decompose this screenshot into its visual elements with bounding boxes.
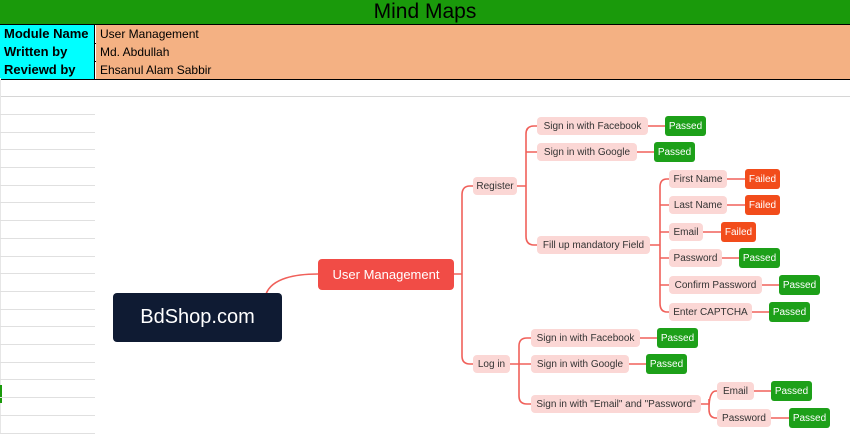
gridline [0,326,95,327]
root-node-bdshop[interactable]: BdShop.com [113,293,282,342]
connector-credential-status [754,390,789,419]
gridline [0,202,95,203]
status-login-email: Passed [771,381,812,401]
node-last-name[interactable]: Last Name [669,196,727,214]
connector-register-trunk [517,125,537,246]
node-fill-mandatory[interactable]: Fill up mandatory Field [537,236,650,254]
gridline [0,309,95,310]
gridline [0,379,95,380]
node-email-password-login[interactable]: Sign in with "Email" and "Password" [531,395,701,413]
gridline [0,273,95,274]
gridline [0,114,95,115]
written-by-label: Written by [0,43,95,61]
connector-root-main [265,273,319,295]
node-register-google[interactable]: Sign in with Google [537,143,637,161]
sheet-left-border [0,78,1,433]
status-email-field: Failed [721,222,756,242]
node-login-google[interactable]: Sign in with Google [531,355,629,373]
status-enter-captcha: Passed [769,302,810,322]
connector-login-trunk [510,337,531,405]
node-enter-captcha[interactable]: Enter CAPTCHA [669,303,752,321]
module-name-label: Module Name [0,25,95,43]
connector-credential-trunk [701,390,717,419]
gridline [0,256,95,257]
connector-main-branches [454,185,473,365]
gridline [0,415,95,416]
status-password-field: Passed [739,248,780,268]
status-register-facebook: Passed [665,116,706,136]
node-login-facebook[interactable]: Sign in with Facebook [531,329,640,347]
node-confirm-password[interactable]: Confirm Password [669,276,762,294]
connector-register-status [637,125,665,153]
connector-mandatory-status [703,178,779,313]
gridline [0,185,95,186]
connector-mandatory-trunk [650,178,669,313]
node-login-password[interactable]: Password [717,409,771,427]
gridline [0,397,95,398]
status-login-google: Passed [646,354,687,374]
status-login-password: Passed [789,408,830,428]
gridline [0,220,95,221]
status-login-facebook: Passed [657,328,698,348]
connector-login-status [629,337,657,365]
gridline [0,167,95,168]
reviewed-by-label: Reviewd by [0,61,95,79]
status-first-name: Failed [745,169,780,189]
status-confirm-password: Passed [779,275,820,295]
status-register-google: Passed [654,142,695,162]
status-last-name: Failed [745,195,780,215]
gridline [0,362,95,363]
sheet-title: Mind Maps [0,0,850,25]
node-email-field[interactable]: Email [669,223,703,241]
reviewed-by-value[interactable]: Ehsanul Alam Sabbir [96,61,850,79]
gridline [0,291,95,292]
gridline [0,149,95,150]
node-user-management[interactable]: User Management [318,259,454,290]
gridline [0,344,95,345]
meta-row-reviewer: Reviewd by Ehsanul Alam Sabbir [0,61,850,80]
node-login[interactable]: Log in [473,355,510,373]
written-by-value[interactable]: Md. Abdullah [96,43,850,61]
sheet-separator [0,96,850,97]
module-name-value[interactable]: User Management [96,25,850,43]
gridline [0,238,95,239]
cell-selection-marker [0,385,2,403]
node-register[interactable]: Register [473,177,517,195]
node-register-facebook[interactable]: Sign in with Facebook [537,117,648,135]
gridline [0,132,95,133]
node-first-name[interactable]: First Name [669,170,727,188]
node-password-field[interactable]: Password [669,249,722,267]
node-login-email[interactable]: Email [717,382,754,400]
